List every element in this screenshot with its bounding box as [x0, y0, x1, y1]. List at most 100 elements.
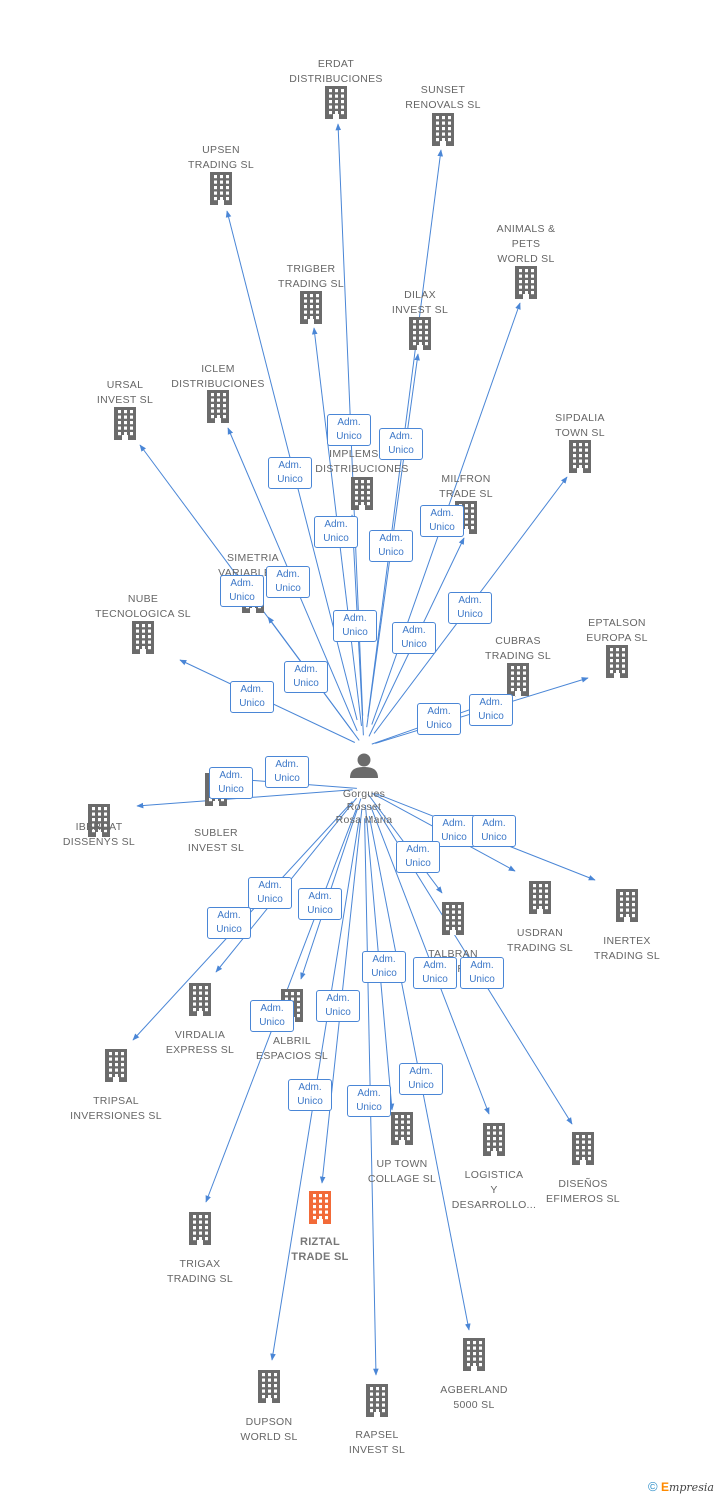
company-node-cubras[interactable]: CUBRAS TRADING SL — [463, 634, 573, 704]
person-node[interactable]: Gorgues Rosset Rosa Maria — [319, 750, 409, 827]
building-icon — [438, 901, 468, 935]
building-icon — [254, 1369, 284, 1403]
company-label: USDRAN TRADING SL — [506, 927, 573, 954]
edge-role-label: Adm. Unico — [250, 1000, 294, 1032]
company-label: SIPDALIA TOWN SL — [555, 412, 605, 439]
edge-role-label: Adm. Unico — [347, 1085, 391, 1117]
company-node-nube[interactable]: NUBE TECNOLOGICA SL — [88, 592, 198, 662]
company-node-virdalia[interactable]: VIRDALIA EXPRESS SL — [145, 982, 255, 1056]
edge-role-label: Adm. Unico — [392, 622, 436, 654]
building-icon — [612, 888, 642, 922]
edge-role-label: Adm. Unico — [265, 756, 309, 788]
company-node-iclem[interactable]: ICLEM DISTRIBUCIONES SL — [163, 362, 273, 432]
brand-logo: © Empresia — [648, 1479, 714, 1494]
building-icon — [305, 1190, 335, 1224]
edge-role-label: Adm. Unico — [207, 907, 251, 939]
company-label: MILFRON TRADE SL — [439, 473, 493, 500]
company-node-disenos[interactable]: DISEÑOS EFIMEROS SL — [528, 1131, 638, 1205]
company-label: AGBERLAND 5000 SL — [440, 1384, 508, 1411]
building-icon — [602, 644, 632, 678]
edge-role-label: Adm. Unico — [268, 457, 312, 489]
building-icon — [503, 662, 533, 696]
company-node-agberland[interactable]: AGBERLAND 5000 SL — [419, 1337, 529, 1411]
company-node-sipdalia[interactable]: SIPDALIA TOWN SL — [525, 411, 635, 481]
company-label: CUBRAS TRADING SL — [484, 635, 551, 662]
company-node-trigber[interactable]: TRIGBER TRADING SL — [256, 262, 366, 332]
building-icon — [459, 1337, 489, 1371]
company-node-logistica[interactable]: LOGISTICA Y DESARROLLO... — [439, 1122, 549, 1211]
building-icon — [101, 1048, 131, 1082]
company-label: VIRDALIA EXPRESS SL — [165, 1029, 235, 1056]
building-icon — [479, 1122, 509, 1156]
company-label: UPSEN TRADING SL — [187, 144, 254, 171]
company-label: LOGISTICA Y DESARROLLO... — [451, 1169, 537, 1211]
edge-role-label: Adm. Unico — [209, 767, 253, 799]
edge-role-label: Adm. Unico — [298, 888, 342, 920]
building-icon — [84, 803, 114, 837]
edge-role-label: Adm. Unico — [316, 990, 360, 1022]
person-icon — [350, 753, 378, 778]
company-node-implemson[interactable]: IMPLEMSON DISTRIBUCIONES SL — [307, 447, 417, 517]
building-icon — [362, 1383, 392, 1417]
company-node-inertex[interactable]: INERTEX TRADING SL — [572, 888, 682, 962]
company-label: DISEÑOS EFIMEROS SL — [546, 1178, 620, 1205]
company-label: TRIGBER TRADING SL — [277, 263, 344, 290]
edge-role-label: Adm. Unico — [220, 575, 264, 607]
edge-role-label: Adm. Unico — [396, 841, 440, 873]
copyright-symbol: © — [648, 1479, 658, 1494]
company-label: DUPSON WORLD SL — [240, 1416, 298, 1443]
company-label: INERTEX TRADING SL — [593, 935, 660, 962]
building-icon — [525, 880, 555, 914]
building-icon — [405, 316, 435, 350]
building-icon — [565, 439, 595, 473]
company-node-uptown[interactable]: UP TOWN COLLAGE SL — [347, 1111, 457, 1185]
company-label: NUBE TECNOLOGICA SL — [95, 593, 191, 620]
company-node-ursal[interactable]: URSAL INVEST SL — [70, 378, 180, 448]
edge-role-label: Adm. Unico — [472, 815, 516, 847]
company-node-tripsal[interactable]: TRIPSAL INVERSIONES SL — [61, 1048, 171, 1122]
building-icon — [203, 389, 233, 423]
person-name: Gorgues Rosset Rosa Maria — [335, 788, 393, 826]
company-label: ALBRIL ESPACIOS SL — [256, 1035, 328, 1062]
edge-role-label: Adm. Unico — [413, 957, 457, 989]
company-node-trigax[interactable]: TRIGAX TRADING SL — [145, 1211, 255, 1285]
edge-role-label: Adm. Unico — [314, 516, 358, 548]
company-node-dupson[interactable]: DUPSON WORLD SL — [214, 1369, 324, 1443]
company-label: RAPSEL INVEST SL — [348, 1429, 406, 1456]
company-label: TRIGAX TRADING SL — [166, 1258, 233, 1285]
edge-role-label: Adm. Unico — [379, 428, 423, 460]
company-node-ibercat[interactable]: IBERCAT DISSENYS SL — [44, 803, 154, 873]
edge-role-label: Adm. Unico — [417, 703, 461, 735]
building-icon — [568, 1131, 598, 1165]
brand-initial: E — [660, 1480, 669, 1494]
company-label: IBERCAT DISSENYS SL — [62, 821, 136, 848]
company-label: DILAX INVEST SL — [391, 289, 449, 316]
company-label: ICLEM DISTRIBUCIONES SL — [171, 363, 265, 405]
edge-role-label: Adm. Unico — [399, 1063, 443, 1095]
company-label: UP TOWN COLLAGE SL — [367, 1158, 437, 1185]
company-label: URSAL INVEST SL — [96, 379, 154, 406]
building-icon — [185, 1211, 215, 1245]
company-node-dilax[interactable]: DILAX INVEST SL — [365, 288, 475, 358]
building-icon — [296, 290, 326, 324]
edge-role-label: Adm. Unico — [284, 661, 328, 693]
company-node-animals[interactable]: ANIMALS & PETS WORLD SL — [471, 222, 581, 307]
company-label: TRIPSAL INVERSIONES SL — [70, 1095, 162, 1122]
company-node-eptalson[interactable]: EPTALSON EUROPA SL — [562, 616, 672, 686]
building-icon — [428, 112, 458, 146]
company-node-usdran[interactable]: USDRAN TRADING SL — [485, 880, 595, 954]
building-icon — [511, 265, 541, 299]
building-icon — [206, 171, 236, 205]
edge-role-label: Adm. Unico — [248, 877, 292, 909]
company-node-riztal[interactable]: RIZTAL TRADE SL — [265, 1190, 375, 1263]
company-node-sunset[interactable]: SUNSET RENOVALS SL — [388, 83, 498, 153]
company-node-upsen[interactable]: UPSEN TRADING SL — [166, 143, 276, 213]
company-label: ANIMALS & PETS WORLD SL — [496, 223, 556, 265]
edge-role-label: Adm. Unico — [460, 957, 504, 989]
brand-name: mpresia — [668, 1481, 714, 1494]
company-node-erdat[interactable]: ERDAT DISTRIBUCIONES SL — [281, 57, 391, 127]
company-node-rapsel[interactable]: RAPSEL INVEST SL — [322, 1383, 432, 1456]
company-label: RIZTAL TRADE SL — [291, 1236, 349, 1263]
edge-role-label: Adm. Unico — [420, 505, 464, 537]
